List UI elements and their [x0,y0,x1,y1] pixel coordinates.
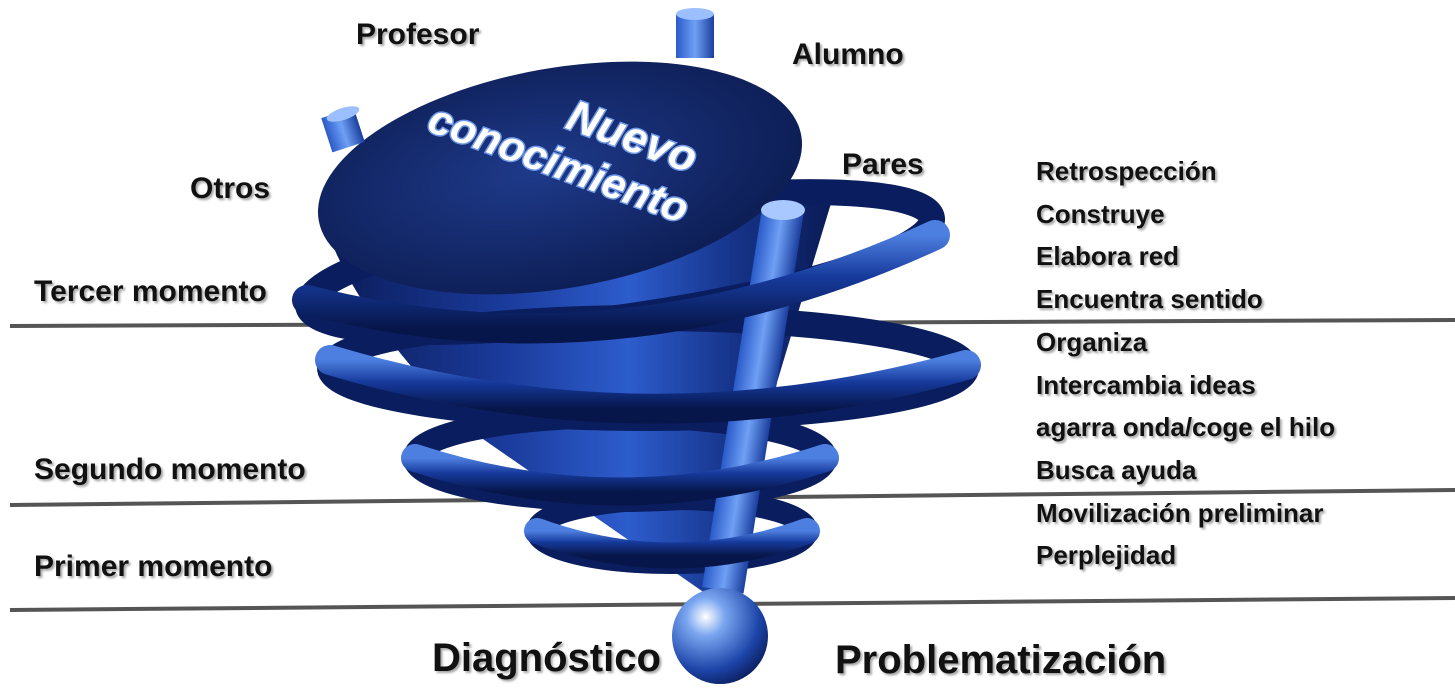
peg-otros [321,106,365,153]
label-pares: Pares [842,148,924,181]
peg-alumno [676,8,714,58]
step-item: Organiza [1036,326,1148,357]
step-item: agarra onda/coge el hilo [1036,412,1336,443]
step-item: Busca ayuda [1036,454,1197,485]
step-item: Encuentra sentido [1036,284,1263,315]
step-item: Intercambia ideas [1036,369,1256,400]
label-profesor: Profesor [356,18,480,51]
label-tercer-momento: Tercer momento [34,275,267,308]
step-item: Movilización preliminar [1036,497,1324,528]
label-primer-momento: Primer momento [34,550,273,583]
ring-lower-front [401,444,839,506]
label-segundo-momento: Segundo momento [34,453,306,486]
label-diagnostico: Diagnóstico [432,636,661,680]
step-item: Elabora red [1036,241,1180,272]
step-item: Retrospección [1036,156,1217,186]
base-sphere [672,588,768,684]
step-item: Construye [1036,198,1165,229]
ring-bottom-front [524,518,820,569]
step-item: Perplejidad [1036,540,1177,571]
ring-top-front [292,220,950,344]
label-otros: Otros [190,172,271,205]
steps-list: Retrospección Construye Elabora red Encu… [1036,150,1335,577]
label-problematizacion: Problematización [835,638,1167,682]
label-alumno: Alumno [792,38,904,71]
ring-middle-front [315,345,981,424]
cone-top-disc [317,61,803,295]
